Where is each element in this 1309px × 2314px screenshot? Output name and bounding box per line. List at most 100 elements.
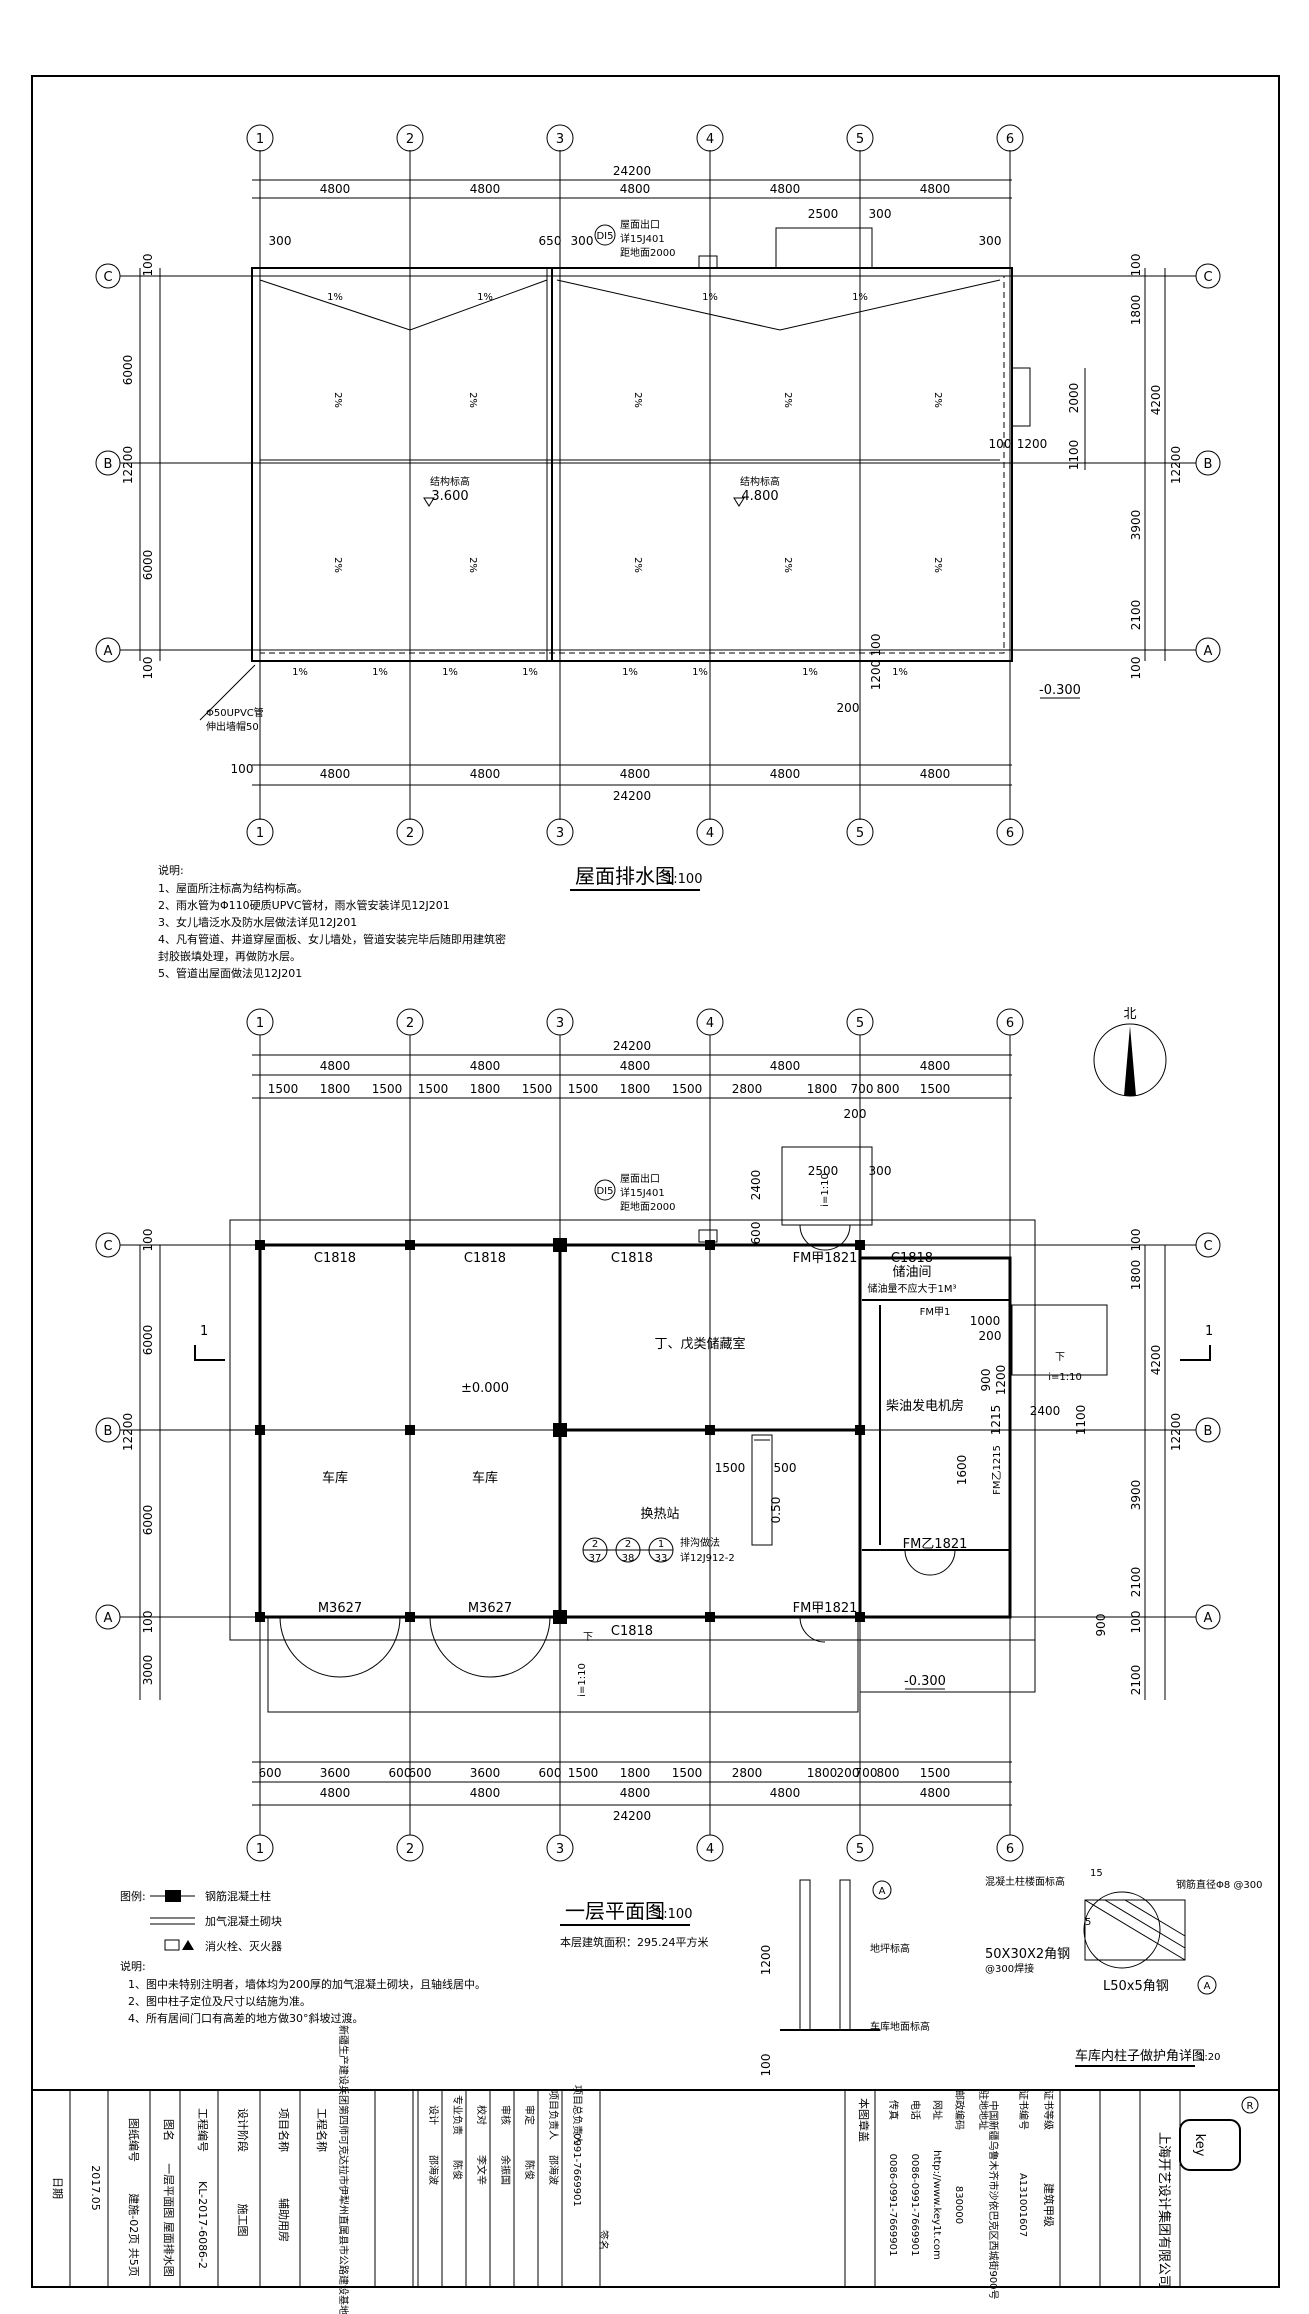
roof-dim-total-b: 24200	[613, 789, 651, 803]
tb-role: 设计	[427, 2105, 440, 2125]
axis-label-6: 6	[1006, 132, 1014, 147]
floor-dim-right-100b: 100	[1129, 1611, 1143, 1634]
floor-dim-left-3000: 3000	[141, 1655, 155, 1686]
roof-outlet-label: 屋面出口	[620, 218, 660, 231]
concrete-column	[705, 1240, 715, 1250]
floor-outlet-height: 距地面2000	[620, 1200, 675, 1213]
legend-item-3: 消火栓、灭火器	[205, 1939, 282, 1953]
trench-idx-2: 2	[625, 1539, 631, 1550]
tb-drawing-no: KL-2017-6086-2	[196, 2181, 209, 2269]
floor-ground-elev: -0.300	[904, 1674, 946, 1689]
roof-note-5: 5、管道出屋面做法见12J201	[158, 966, 302, 980]
roof-dim-100-c: 100	[869, 634, 883, 657]
roof-note-4: 4、凡有管道、井道穿屋面板、女儿墙处，管道安装完毕后随即用建筑密	[158, 932, 506, 946]
roof-dim-bay-b4: 4800	[770, 767, 801, 781]
roof-ground-elev: -0.300	[1039, 683, 1081, 698]
oil-note: 储油量不应大于1M³	[868, 1282, 957, 1295]
roof-dim-bay-b3: 4800	[620, 767, 651, 781]
roof-dim-left-12200: 12200	[121, 446, 135, 484]
detail-label-2: 车库地面标高	[870, 2020, 930, 2033]
floor-dim-seg: 1800	[807, 1082, 838, 1096]
tb-role-name: 陈俊	[523, 2160, 536, 2180]
room-generator: 柴油发电机房	[886, 1398, 964, 1414]
svg-text:R: R	[1247, 2101, 1254, 2112]
axis-label-2: 2	[406, 826, 414, 841]
floor-dim-left-12200: 12200	[121, 1413, 135, 1451]
roof-dim-right-1800: 1800	[1129, 295, 1143, 326]
floor-outlet-label: 屋面出口	[620, 1172, 660, 1185]
axis-label-3: 3	[556, 1842, 564, 1857]
tb-date-label: 日期	[51, 2177, 64, 2199]
tb-post: 830000	[953, 2186, 964, 2224]
roof-notes: 说明: 1、屋面所注标高为结构标高。 2、雨水管为Φ110硬质UPVC管材，雨水…	[158, 863, 506, 980]
floor-dim-seg: 800	[877, 1766, 900, 1780]
roof-parapet-inner	[259, 275, 1005, 654]
axis-label-C: C	[103, 270, 112, 285]
roof-outlet-ref: 详15J401	[620, 232, 665, 245]
legend-item-1: 钢筋混凝土柱	[205, 1889, 271, 1903]
trench-idx-3: 1	[658, 1539, 664, 1550]
detail-scale: 1:20	[1198, 2052, 1220, 2063]
tb-stamp: 本图章盖	[857, 2098, 871, 2142]
floor-dim-right-3900: 3900	[1129, 1480, 1143, 1511]
roof-dim-right-100: 100	[1129, 254, 1143, 277]
roof-slope-label: 1%	[802, 667, 818, 678]
logo-text: key	[1192, 2134, 1207, 2157]
room-garage-1: 车库	[322, 1470, 348, 1486]
legend-note-2: 2、图中柱子定位及尺寸以结施为准。	[128, 1994, 311, 2008]
floor-dim-right-100: 100	[1129, 1229, 1143, 1252]
window-label-2: C1818	[464, 1251, 506, 1266]
floor-dim-seg: 600	[389, 1766, 412, 1780]
tb-page: 建施-02页 共5页	[127, 2193, 141, 2276]
roof-slope-label: 2%	[632, 557, 643, 573]
garage-apron	[267, 1616, 859, 1713]
roof-pipe-label: Φ50UPVC管	[206, 706, 264, 719]
tb-role: 项目负责人	[547, 2090, 560, 2140]
detail-axis-top: A	[879, 1886, 886, 1897]
tb-stage: 施工图	[236, 2204, 249, 2237]
detail-axis-bottom: A	[1204, 1981, 1211, 1992]
roof-elev-label-left: 结构标高	[430, 475, 470, 488]
tb-cert-no-label: 证书编号	[1017, 2090, 1030, 2130]
roof-note-3: 3、女儿墙泛水及防水层做法详见12J201	[158, 915, 357, 929]
axis-label-C: C	[1203, 270, 1212, 285]
roof-dim-right-1100: 1100	[1067, 440, 1081, 471]
floor-dim-seg: 2800	[732, 1766, 763, 1780]
concrete-column	[405, 1425, 415, 1435]
roof-dim-left-100b: 100	[141, 657, 155, 680]
roof-slope-label: 1%	[892, 667, 908, 678]
detail-dim-1200: 1200	[759, 1945, 773, 1976]
floor-dim-1100: 1100	[1074, 1405, 1088, 1436]
axis-label-B: B	[104, 1424, 113, 1439]
roof-dim-right-4200: 4200	[1149, 385, 1163, 416]
floor-dim-right-12200: 12200	[1169, 1413, 1183, 1451]
roof-notes-title: 说明:	[158, 863, 184, 877]
key-logo-icon	[1179, 2119, 1241, 2171]
floor-dim-1200: 1200	[994, 1365, 1008, 1396]
roof-slope-label: 2%	[932, 392, 943, 408]
axis-label-2: 2	[406, 132, 414, 147]
axis-label-4: 4	[706, 1016, 714, 1031]
legend-note-1: 1、图中未特别注明者，墙体均为200厚的加气混凝土砌块，且轴线居中。	[128, 1977, 486, 1991]
tb-role-name: 邵海波	[427, 2155, 440, 2185]
concrete-column	[405, 1612, 415, 1622]
detail-label-4: 钢筋直径Φ8 @300	[1176, 1878, 1263, 1891]
roof-dim-bay-b5: 4800	[920, 767, 951, 781]
roof-dim-right-12200: 12200	[1169, 446, 1183, 484]
axis-label-1: 1	[256, 132, 264, 147]
roof-pipe-leader	[199, 664, 256, 721]
floor-dim-bay-2: 4800	[470, 1059, 501, 1073]
tb-project-label: 工程名称	[315, 2108, 329, 2152]
roof-slope-label: 1%	[292, 667, 308, 678]
axis-label-4: 4	[706, 1842, 714, 1857]
floor-outlet-ref: 详15J401	[620, 1186, 665, 1199]
floor-dim-right-2100b: 2100	[1129, 1665, 1143, 1696]
floor-dim-seg: 1500	[568, 1766, 599, 1780]
tb-drawing-no-label: 工程编号	[196, 2108, 210, 2152]
floor-dim-bay-3: 4800	[620, 1059, 651, 1073]
roof-slope-label: 1%	[477, 292, 493, 303]
roof-pipe-label-2: 伸出墙帽50	[206, 720, 259, 733]
axis-label-5: 5	[856, 1842, 864, 1857]
